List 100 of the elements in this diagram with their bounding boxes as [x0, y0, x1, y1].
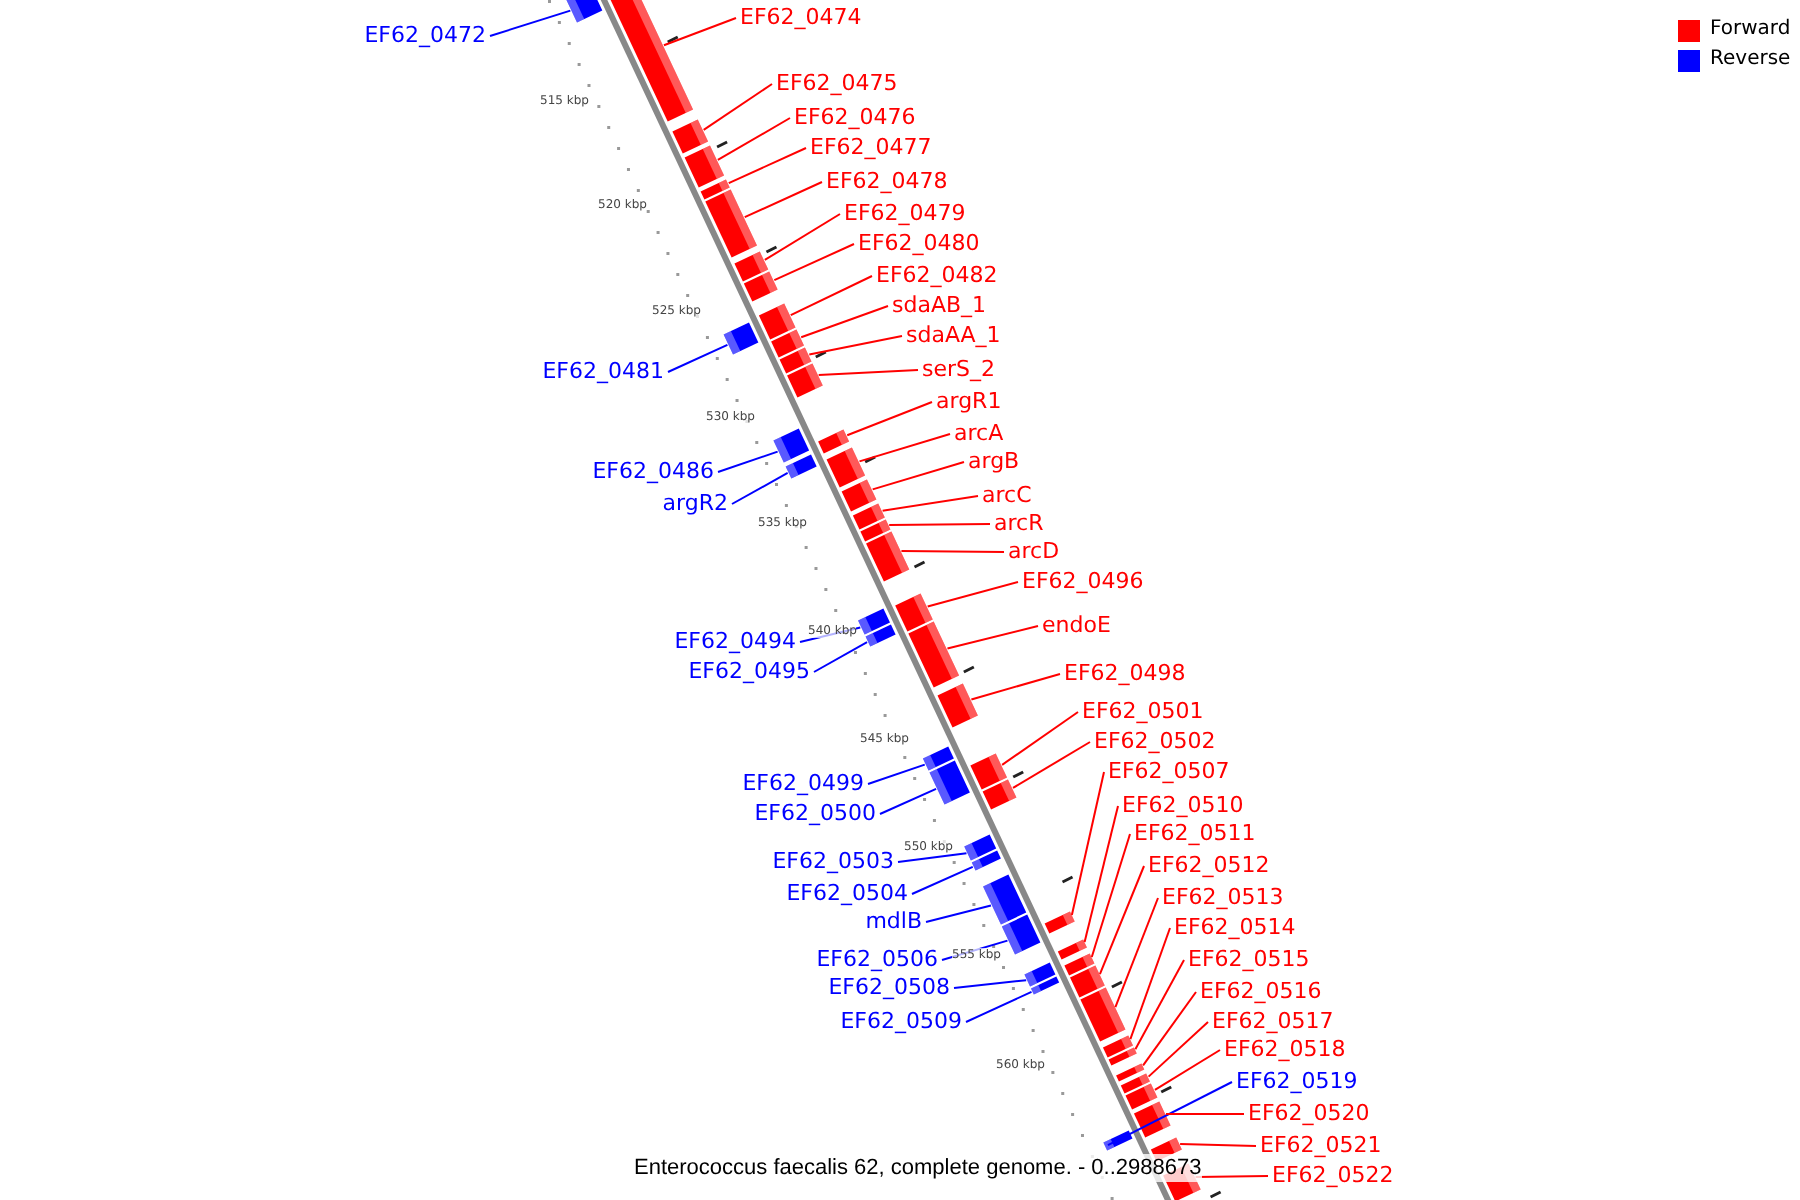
gene-bar	[1108, 1047, 1137, 1066]
gene-bar	[1133, 1101, 1171, 1138]
leader-line	[789, 275, 873, 317]
leader-line	[846, 401, 933, 437]
gene-bar	[1125, 1083, 1158, 1110]
gene-label: EF62_0511	[1134, 820, 1256, 848]
gene-label: EF62_0496	[1022, 568, 1144, 596]
gene-label: EF62_0502	[1094, 728, 1216, 756]
gene-bar	[895, 593, 933, 632]
leader-line	[925, 904, 992, 923]
gene-label: EF62_0476	[794, 104, 916, 132]
leader-line	[702, 83, 773, 131]
gene-label: EF62_0509	[840, 1008, 962, 1036]
leader-line	[900, 550, 1005, 553]
gene-label: EF62_0486	[592, 458, 714, 486]
leader-line	[926, 581, 1019, 608]
gene-label: arcD	[1008, 538, 1060, 566]
gene-bar	[860, 519, 891, 542]
gene-label: argB	[968, 448, 1020, 476]
gene-bar	[818, 429, 850, 454]
gene-label: EF62_0507	[1108, 758, 1230, 786]
gene-label: EF62_0494	[674, 628, 796, 656]
leader-line	[1114, 897, 1159, 1009]
leader-line	[867, 763, 926, 785]
gene-bar	[1044, 911, 1075, 934]
gene-label: EF62_0474	[740, 4, 862, 32]
gene-bar	[723, 322, 759, 355]
gene-bar	[858, 608, 890, 635]
leader-line	[1153, 1049, 1221, 1091]
gene-label: mdlB	[865, 908, 922, 936]
leader-line	[662, 17, 737, 47]
gene-label: EF62_0504	[786, 880, 908, 908]
gene-bar	[607, 0, 694, 122]
gene-bar	[1057, 939, 1087, 960]
gene-bar	[964, 834, 997, 861]
leader-line	[1012, 741, 1091, 789]
leader-line	[946, 625, 1039, 650]
leader-line	[1098, 865, 1145, 976]
leader-line	[858, 433, 951, 463]
gene-label: sdaAA_1	[906, 322, 1001, 350]
gene-bar	[865, 624, 896, 647]
gene-label: EF62_0520	[1248, 1100, 1370, 1128]
leader-line	[953, 979, 1028, 989]
leader-line	[965, 990, 1033, 1023]
leader-line	[1134, 959, 1185, 1051]
gene-bar	[1070, 965, 1105, 998]
leader-line	[911, 865, 974, 895]
legend-label: Reverse	[1710, 48, 1791, 72]
gene-label: serS_2	[922, 356, 996, 384]
gene-label: EF62_0519	[1236, 1068, 1358, 1096]
gene-bar	[983, 874, 1027, 925]
leader-line	[1147, 1021, 1209, 1078]
gene-label: EF62_0478	[826, 168, 948, 196]
gene-label: EF62_0516	[1200, 978, 1322, 1006]
gene-bar	[705, 189, 757, 258]
leader-line	[773, 243, 855, 282]
gene-bar	[937, 683, 978, 728]
leader-line	[727, 147, 807, 185]
gene-label: EF62_0512	[1148, 852, 1270, 880]
gene-label: EF62_0501	[1082, 698, 1204, 726]
gene-label: EF62_0498	[1064, 660, 1186, 688]
gene-bar	[922, 746, 954, 771]
gene-bar	[787, 363, 823, 398]
leader-line	[763, 213, 841, 261]
leader-line	[879, 787, 938, 815]
leader-line	[1070, 771, 1105, 916]
gene-bar	[1024, 962, 1056, 987]
gene-bar	[734, 251, 769, 282]
gene-label: EF62_0480	[858, 230, 980, 258]
gene-bar	[1001, 914, 1041, 955]
gene-label: arcR	[994, 510, 1044, 538]
leader-line	[1083, 805, 1119, 944]
gene-label: EF62_0522	[1272, 1162, 1394, 1190]
leader-line	[813, 641, 869, 673]
gene-label: EF62_0481	[542, 358, 664, 386]
leader-line	[716, 117, 791, 161]
gene-label: EF62_0500	[754, 800, 876, 828]
gene-bar	[1103, 1130, 1133, 1151]
gene-label: endoE	[1042, 612, 1111, 640]
gene-bar	[982, 779, 1017, 810]
leader-line	[717, 450, 779, 473]
gene-label: arcA	[954, 420, 1004, 448]
leader-line	[1142, 991, 1197, 1067]
gene-label: EF62_0510	[1122, 792, 1244, 820]
gene-label: EF62_0503	[772, 848, 894, 876]
leader-line	[1179, 1143, 1257, 1147]
leader-line	[808, 335, 903, 356]
gene-label: EF62_0521	[1260, 1132, 1382, 1160]
gene-label: EF62_0472	[364, 22, 486, 50]
gene-label: sdaAB_1	[892, 292, 987, 320]
leader-line	[897, 852, 968, 863]
leader-line	[1129, 927, 1171, 1041]
gene-bar	[779, 347, 812, 374]
leader-line	[888, 523, 991, 526]
gene-bar	[1064, 953, 1095, 976]
gene-bar	[841, 479, 877, 512]
gene-bar	[758, 303, 796, 340]
gene-bar	[1120, 1073, 1150, 1094]
leader-line	[1090, 833, 1131, 959]
leader-line	[800, 305, 889, 339]
